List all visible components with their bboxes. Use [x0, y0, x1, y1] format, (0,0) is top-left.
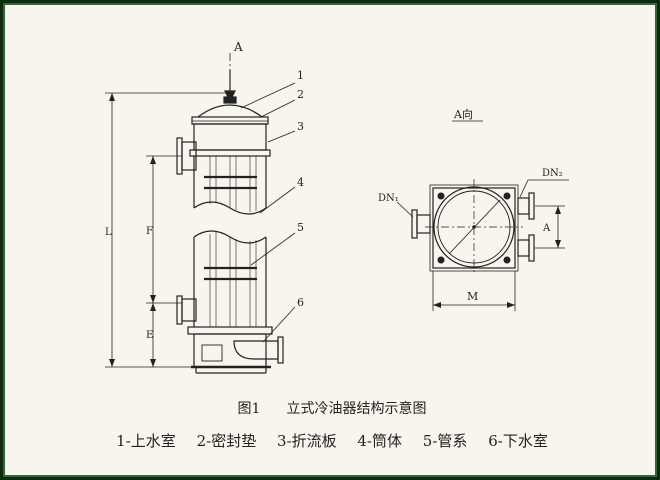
dim-l-label: L — [105, 227, 112, 238]
dn2-label: DN₂ — [542, 168, 563, 179]
legend-item: 4-筒体 — [357, 432, 403, 450]
legend-item: 6-下水室 — [488, 432, 548, 450]
part-number-4: 4 — [297, 176, 304, 189]
cooler-drawing: A 1 2 3 4 5 6 L F E A向 DN₁ DN₂ A M — [105, 40, 569, 374]
lower-flange — [187, 326, 273, 335]
square-flange — [432, 187, 516, 269]
plan-view-title: A向 — [453, 107, 473, 121]
legend-item: 5-管系 — [422, 432, 468, 450]
upper-water-box — [193, 123, 267, 151]
legend-item: 2-密封垫 — [196, 432, 257, 450]
legend-item: 1-上水室 — [116, 432, 176, 450]
outlet-flange — [277, 336, 284, 364]
part-leaders — [240, 82, 296, 343]
part-number-5: 5 — [297, 221, 304, 234]
vent-boss — [223, 96, 237, 104]
dimension-lines — [105, 92, 227, 368]
dim-e-label: E — [146, 330, 153, 341]
part-number-3: 3 — [297, 120, 304, 133]
top-cover — [197, 104, 263, 118]
legend-item: 3-折流板 — [276, 432, 337, 450]
dim-m-lines — [432, 271, 516, 311]
view-arrow-head — [224, 90, 236, 103]
figure-number: 图1 — [237, 401, 261, 417]
parts-legend: 1-上水室 2-密封垫 3-折流板 4-筒体 5-管系 6-下水室 — [5, 430, 659, 451]
shell-outer-circle — [433, 186, 515, 268]
side-elevation — [105, 53, 296, 374]
lower-nozzle-flange — [176, 295, 183, 325]
tube-bundle — [209, 156, 257, 327]
view-arrow-label: A — [233, 40, 243, 54]
dn2-nozzle-lower — [517, 239, 530, 257]
upper-flange — [191, 116, 269, 125]
dn2-nozzle-upper — [517, 197, 530, 215]
part-number-1: 1 — [297, 69, 304, 82]
dn1-nozzle — [416, 214, 431, 234]
plan-view — [396, 120, 569, 311]
dn1-label: DN₁ — [378, 193, 399, 204]
dim-m-label: M — [467, 290, 478, 303]
figure-caption: 图1 立式冷油器结构示意图 — [5, 398, 659, 418]
dim-f-label: F — [146, 226, 153, 237]
lower-water-box — [193, 333, 267, 368]
tube-sheet-top — [189, 149, 271, 157]
part-number-2: 2 — [297, 88, 304, 101]
baffle-plates — [204, 175, 257, 281]
dim-a-label: A — [542, 223, 551, 234]
part-number-6: 6 — [297, 296, 304, 309]
figure-frame: A 1 2 3 4 5 6 L F E A向 DN₁ DN₂ A M 图1 立式冷… — [3, 3, 657, 477]
figure-title: 立式冷油器结构示意图 — [286, 401, 427, 417]
outlet-elbow — [233, 340, 279, 360]
